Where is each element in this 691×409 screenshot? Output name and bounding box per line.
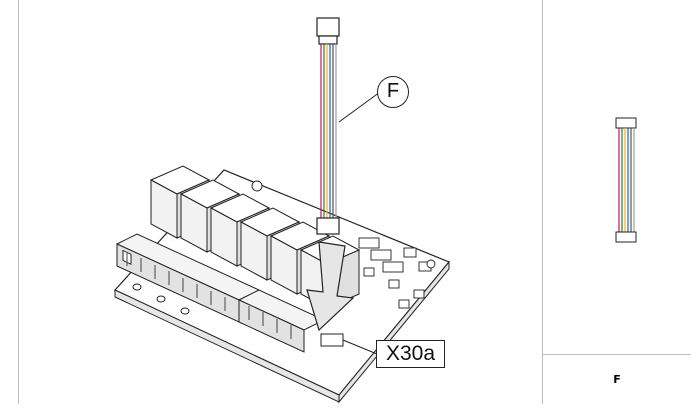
- x30a-connector: [320, 333, 344, 347]
- x30a-callout-label: X30a: [376, 340, 445, 368]
- cable-f-callout: F: [377, 76, 409, 108]
- installation-illustration-cell: [18, 0, 543, 404]
- cable-f: [316, 17, 340, 235]
- part-thumbnail-cell: [543, 0, 691, 354]
- insertion-arrow: [306, 241, 355, 332]
- part-letter-label: F: [543, 354, 691, 404]
- pcb-installation-drawing: [114, 17, 450, 404]
- cable-f-thumbnail: [615, 117, 637, 243]
- pcb-components: [251, 180, 436, 309]
